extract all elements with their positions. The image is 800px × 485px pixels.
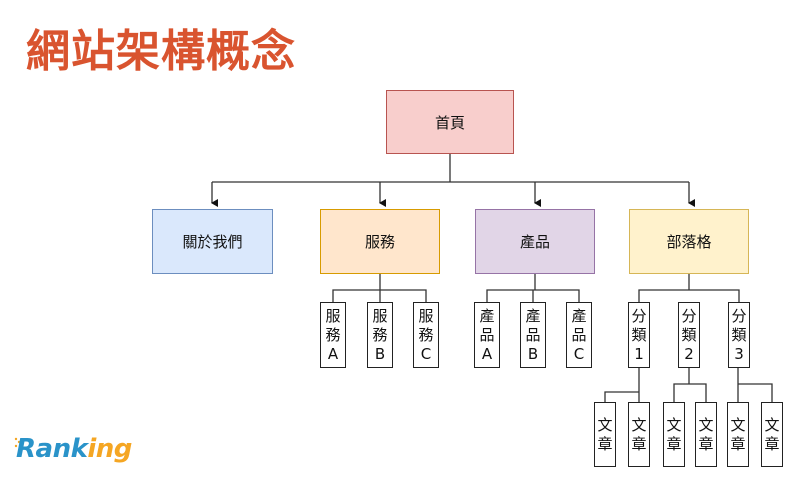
leaf-char: 章 — [698, 434, 714, 453]
node-article: 文 章 — [628, 402, 650, 467]
logo-part-2: ing — [87, 434, 132, 464]
leaf-char: 產 — [571, 306, 587, 325]
blog-connector — [638, 273, 740, 302]
node-home: 首頁 — [386, 90, 514, 154]
logo-speed-dots-icon — [14, 437, 21, 448]
leaf-char: 服 — [372, 306, 388, 325]
node-about-label: 關於我們 — [182, 233, 243, 251]
node-services-label: 服務 — [364, 233, 395, 251]
ranking-logo: Ranking — [16, 434, 132, 464]
category2-connector — [673, 367, 707, 402]
leaf-char: B — [527, 344, 539, 363]
node-article: 文 章 — [727, 402, 749, 467]
leaf-char: 品 — [525, 325, 541, 344]
leaf-char: C — [573, 344, 585, 363]
node-about: 關於我們 — [152, 209, 273, 274]
leaf-char: 文 — [764, 415, 780, 434]
node-products: 產品 — [475, 209, 595, 274]
leaf-char: C — [420, 344, 432, 363]
leaf-char: 服 — [325, 306, 341, 325]
products-connector — [486, 273, 580, 302]
node-article: 文 章 — [663, 402, 685, 467]
node-blog: 部落格 — [629, 209, 749, 274]
leaf-char: 章 — [631, 434, 647, 453]
leaf-char: 服 — [418, 306, 434, 325]
node-products-label: 產品 — [519, 233, 550, 251]
leaf-char: 類 — [731, 325, 747, 344]
leaf-char: 分 — [631, 306, 647, 325]
leaf-char: 分 — [731, 306, 747, 325]
node-service-a: 服 務 A — [320, 302, 346, 368]
leaf-char: A — [327, 344, 339, 363]
leaf-char: 章 — [730, 434, 746, 453]
node-product-b: 產 品 B — [520, 302, 546, 368]
node-article: 文 章 — [761, 402, 783, 467]
leaf-char: 3 — [734, 344, 744, 363]
leaf-char: 文 — [597, 415, 613, 434]
category3-connector — [737, 367, 773, 402]
node-product-c: 產 品 C — [566, 302, 592, 368]
node-service-c: 服 務 C — [413, 302, 439, 368]
node-services: 服務 — [320, 209, 440, 274]
leaf-char: 2 — [684, 344, 694, 363]
leaf-char: 文 — [666, 415, 682, 434]
leaf-char: 務 — [418, 325, 434, 344]
leaf-char: 章 — [764, 434, 780, 453]
leaf-char: 1 — [634, 344, 644, 363]
node-article: 文 章 — [594, 402, 616, 467]
leaf-char: 品 — [571, 325, 587, 344]
node-category-2: 分 類 2 — [678, 302, 700, 368]
page-title: 網站架構概念 — [26, 26, 296, 77]
leaf-char: 品 — [479, 325, 495, 344]
leaf-char: A — [481, 344, 493, 363]
category1-connector — [604, 367, 640, 402]
leaf-char: 務 — [325, 325, 341, 344]
node-home-label: 首頁 — [434, 113, 465, 132]
leaf-char: 類 — [681, 325, 697, 344]
leaf-char: 分 — [681, 306, 697, 325]
leaf-char: 章 — [666, 434, 682, 453]
leaf-char: B — [374, 344, 386, 363]
leaf-char: 章 — [597, 434, 613, 453]
leaf-char: 文 — [730, 415, 746, 434]
node-product-a: 產 品 A — [474, 302, 500, 368]
node-category-1: 分 類 1 — [628, 302, 650, 368]
leaf-char: 文 — [631, 415, 647, 434]
leaf-char: 產 — [525, 306, 541, 325]
logo-part-1: Rank — [16, 434, 88, 464]
services-connector — [332, 273, 427, 302]
node-category-3: 分 類 3 — [728, 302, 750, 368]
node-service-b: 服 務 B — [367, 302, 393, 368]
leaf-char: 類 — [631, 325, 647, 344]
node-blog-label: 部落格 — [666, 233, 712, 251]
leaf-char: 文 — [698, 415, 714, 434]
leaf-char: 務 — [372, 325, 388, 344]
node-article: 文 章 — [695, 402, 717, 467]
leaf-char: 產 — [479, 306, 495, 325]
